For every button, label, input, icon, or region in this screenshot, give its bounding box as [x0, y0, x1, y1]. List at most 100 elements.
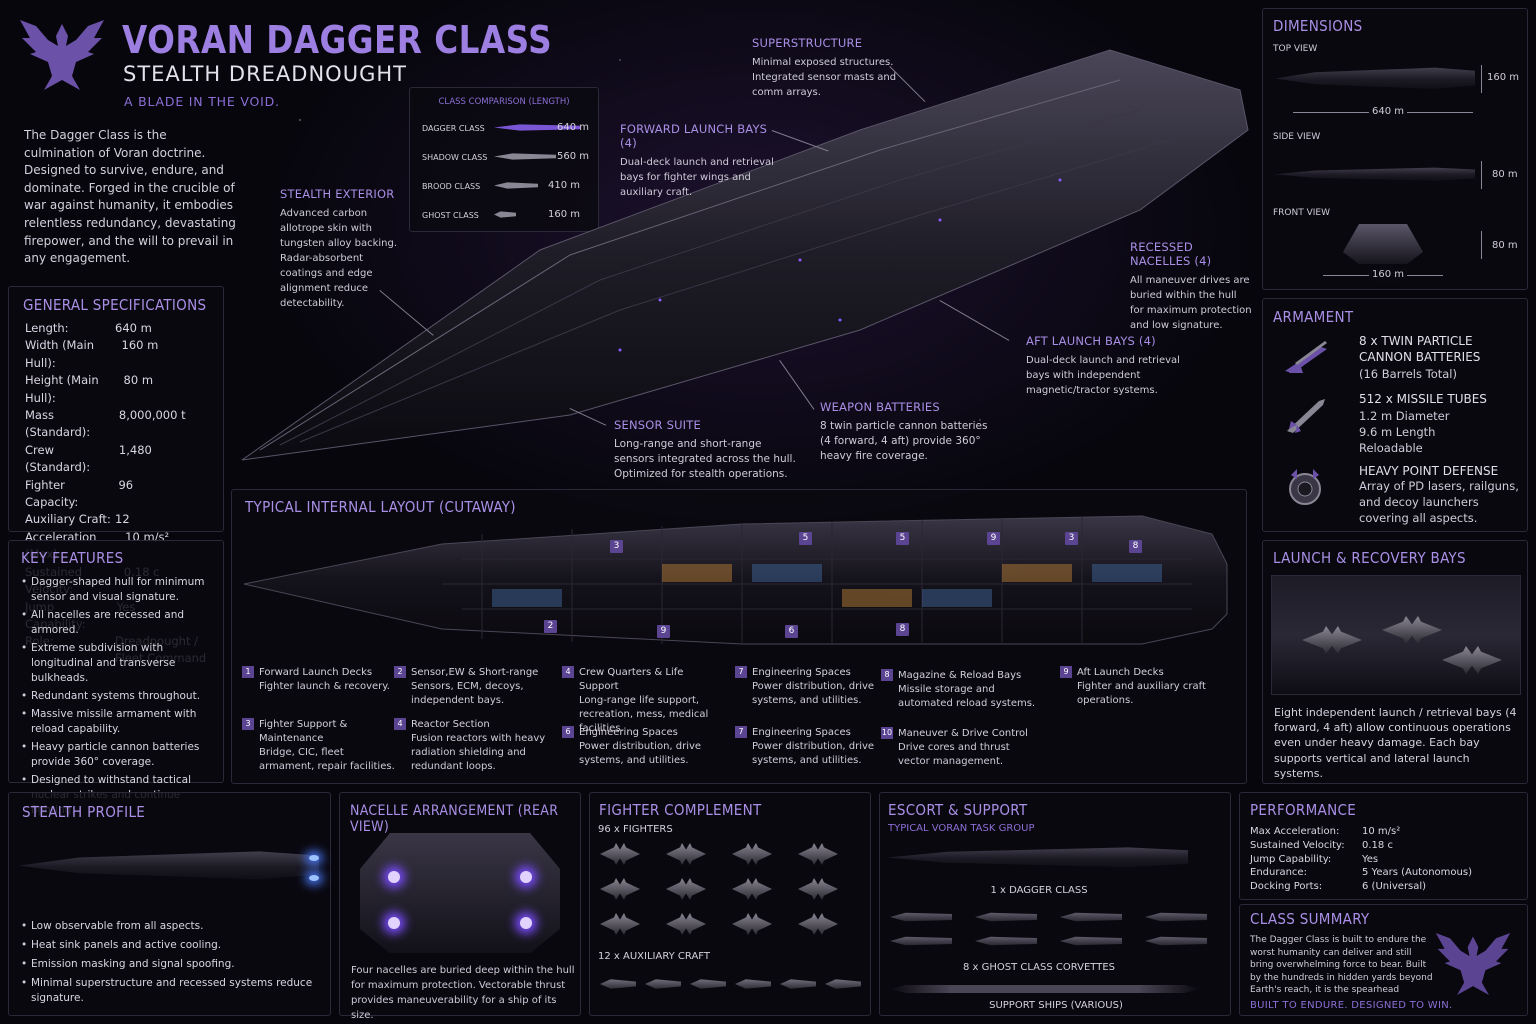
top-view-length: 640 m [1369, 105, 1408, 119]
aux-craft-icon [645, 979, 681, 989]
side-view-label: SIDE VIEW [1273, 132, 1321, 142]
hangar-image [1271, 575, 1521, 695]
escort-ghost-label: 8 x GHOST CLASS CORVETTES [962, 962, 1116, 973]
launch-bays-text: Eight independent launch / retrieval bay… [1274, 706, 1517, 780]
comparison-title: CLASS COMPARISON (LENGTH) [438, 97, 570, 107]
escort-title: ESCORT & SUPPORT [888, 801, 1028, 819]
top-view-width: 160 m [1487, 72, 1520, 83]
intro-text: The Dagger Class is the culmination of V… [24, 128, 236, 266]
key-feature-item: Heavy particle cannon batteries provide … [21, 740, 213, 770]
comparison-class-name: GHOST CLASS [422, 211, 479, 220]
performance-value: 10 m/s² [1362, 826, 1401, 837]
key-feature-item: Redundant systems throughout. [21, 689, 213, 704]
spec-row: Length:640 m [25, 320, 213, 337]
front-view-width: 160 m [1369, 268, 1408, 282]
page-title: VORAN DAGGER CLASS [122, 18, 553, 62]
spec-row: Mass (Standard):8,000,000 t [25, 407, 213, 442]
spec-label: Width (Main Hull): [25, 338, 95, 370]
legend-title: Aft Launch Decks [1077, 667, 1164, 678]
spec-label: Auxiliary Craft: [25, 512, 111, 527]
stealth-profile-item: Heat sink panels and active cooling. [21, 938, 321, 953]
fighter-icon [732, 913, 772, 935]
cutaway-marker: 9 [657, 625, 670, 638]
nacelle-text: Four nacelles are buried deep within the… [351, 965, 575, 1021]
aux-craft-label: 12 x AUXILIARY CRAFT [598, 951, 710, 962]
fighter-icon [798, 878, 838, 900]
key-feature-item: Dagger-shaped hull for minimum sensor an… [21, 575, 213, 605]
corvette-icon [975, 912, 1037, 922]
nacelle-glow [388, 871, 400, 883]
engine-glow [309, 875, 319, 881]
escort-panel: ESCORT & SUPPORT TYPICAL VORAN TASK GROU… [879, 792, 1231, 1016]
comparison-class-name: SHADOW CLASS [422, 153, 488, 162]
fighter-complement-title: FIGHTER COMPLEMENT [599, 801, 762, 819]
legend-description: Fighter and auxiliary craft operations. [1077, 681, 1206, 706]
spec-value: 8,000,000 t [118, 408, 186, 423]
corvette-icon [890, 912, 952, 922]
fighter-icon [798, 843, 838, 865]
stealth-profile-item: Minimal superstructure and recessed syst… [21, 976, 321, 1006]
general-specs-title: GENERAL SPECIFICATIONS [23, 296, 207, 314]
callout-stealth-exterior: STEALTH EXTERIOR Advanced carbon allotro… [280, 187, 398, 309]
nacelle-glow [520, 871, 532, 883]
callout-forward-bays: FORWARD LAUNCH BAYS (4) Dual-deck launch… [620, 122, 774, 198]
front-view-label: FRONT VIEW [1273, 208, 1331, 218]
fighters-label: 96 x FIGHTERS [598, 824, 673, 835]
armament-detail: 1.2 m Diameter 9.6 m Length Reloadable [1359, 409, 1450, 455]
corvette-icon [1060, 912, 1122, 922]
callout-weapon-batteries: WEAPON BATTERIES 8 twin particle cannon … [820, 400, 988, 462]
spec-value: 640 m [115, 321, 152, 335]
stealth-ship [19, 851, 319, 880]
dimensions-panel: DIMENSIONS TOP VIEW 160 m 640 m SIDE VIE… [1262, 8, 1528, 290]
cutaway-title: TYPICAL INTERNAL LAYOUT (CUTAWAY) [245, 498, 516, 516]
legend-title: Reactor Section [411, 719, 490, 730]
performance-title: PERFORMANCE [1250, 801, 1357, 819]
performance-row: Jump Capability: Yes [1250, 853, 1527, 867]
launch-bays-panel: LAUNCH & RECOVERY BAYS Eight independent… [1262, 540, 1528, 784]
key-feature-item: Massive missile armament with reload cap… [21, 707, 213, 737]
performance-label: Jump Capability: [1250, 853, 1332, 865]
support-ships [890, 985, 1200, 993]
class-summary-title: CLASS SUMMARY [1250, 910, 1370, 928]
spec-row: Height (Main Hull):80 m [25, 372, 213, 407]
stealth-profile-item: Emission masking and signal spoofing. [21, 957, 321, 972]
legend-description: Fusion reactors with heavy radiation shi… [411, 733, 546, 772]
legend-number: 1 [242, 666, 254, 678]
spec-label: Crew (Standard): [25, 442, 91, 475]
legend-title: Engineering Spaces [579, 727, 678, 738]
cutaway-marker: 3 [1065, 532, 1078, 545]
point-defense-icon [1281, 467, 1329, 507]
particle-cannon-icon [1281, 337, 1329, 377]
nacelle-panel: NACELLE ARRANGEMENT (REAR VIEW) Four nac… [339, 792, 581, 1021]
launch-bays-title: LAUNCH & RECOVERY BAYS [1273, 549, 1466, 567]
legend-description: Missile storage and automated reload sys… [898, 684, 1036, 709]
performance-label: Sustained Velocity: [1250, 839, 1345, 851]
key-features-list: Dagger-shaped hull for minimum sensor an… [21, 575, 213, 818]
corvette-icon [975, 936, 1037, 946]
legend-title: Magazine & Reload Bays [898, 670, 1022, 681]
front-view-height: 80 m [1492, 240, 1518, 251]
spec-row: Auxiliary Craft:12 [25, 511, 213, 528]
armament-heading: 512 x MISSILE TUBES [1359, 392, 1487, 406]
top-view-ship [1275, 67, 1475, 89]
spec-label: Height (Main Hull): [25, 373, 99, 405]
comparison-class-name: DAGGER CLASS [422, 124, 485, 133]
armament-heading: HEAVY POINT DEFENSE [1359, 464, 1499, 478]
legend-number: 8 [881, 669, 893, 681]
key-features-panel: KEY FEATURES Dagger-shaped hull for mini… [8, 540, 224, 816]
armament-detail: Array of PD lasers, railguns, and decoy … [1359, 479, 1519, 525]
performance-value: Yes [1362, 853, 1379, 865]
comparison-ship-silhouette [494, 153, 556, 160]
performance-row: Docking Ports:6 (Universal) [1250, 880, 1527, 894]
legend-number: 10 [881, 727, 893, 739]
fighter-icon [666, 878, 706, 900]
page-subtitle: STEALTH DREADNOUGHT [123, 62, 407, 86]
nacelle-rear-view [360, 833, 560, 953]
